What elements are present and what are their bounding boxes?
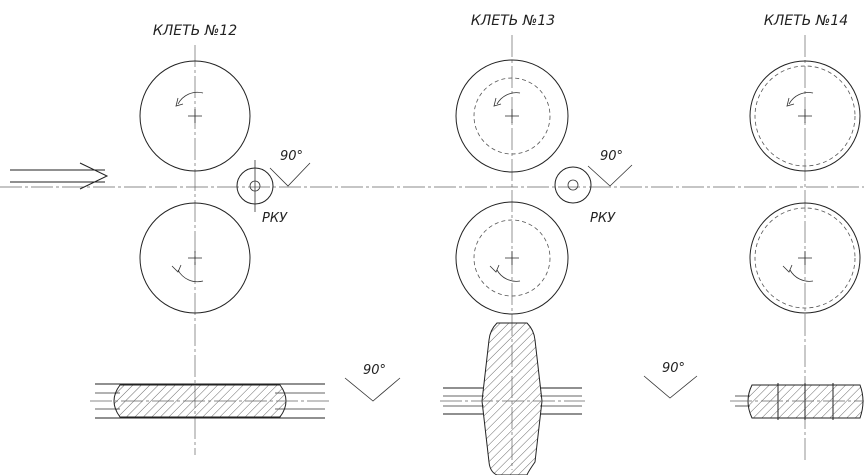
top-roll [455,59,569,173]
angle-mark-icon [643,375,698,399]
feed-direction-arrow [10,162,109,190]
guide-label: РКУ [590,211,616,226]
stand-label: КЛЕТЬ №12 [153,23,237,39]
rotation-arrow-icon [788,92,814,105]
rotation-arrow-icon [177,91,204,105]
bottom-roll [139,202,251,314]
angle-label: 90° [662,361,685,376]
guide-label: РКУ [262,211,288,226]
bottom-roll [749,202,861,314]
section-segmented [730,383,864,420]
rotation-arrow-icon [496,269,521,282]
angle-label: 90° [363,363,386,378]
rotation-arrow-icon [177,269,204,283]
stand-label: КЛЕТЬ №14 [764,13,848,29]
turn-mark-2: 90° [643,361,698,399]
stand-12: КЛЕТЬ №12 [90,23,330,455]
top-roll [139,60,251,172]
bottom-roll [455,201,569,315]
stand-14: КЛЕТЬ №14 [730,13,864,460]
rotation-arrow-icon [789,269,814,282]
angle-label: 90° [280,149,303,164]
guide-rku-1: 90° РКУ [236,149,311,226]
top-roll [749,60,861,172]
angle-mark-icon [269,162,311,187]
turn-mark-1: 90° [344,363,401,402]
angle-label: 90° [600,149,623,164]
angle-mark-icon [344,377,401,402]
rotation-arrow-icon [496,92,521,105]
angle-mark-icon [587,164,633,187]
section-barrel [440,322,585,475]
section-flat-bar [90,383,330,419]
stand-label: КЛЕТЬ №13 [471,13,555,29]
guide-rku-2: 90° РКУ [554,149,633,226]
stand-13: КЛЕТЬ №13 [440,13,585,475]
